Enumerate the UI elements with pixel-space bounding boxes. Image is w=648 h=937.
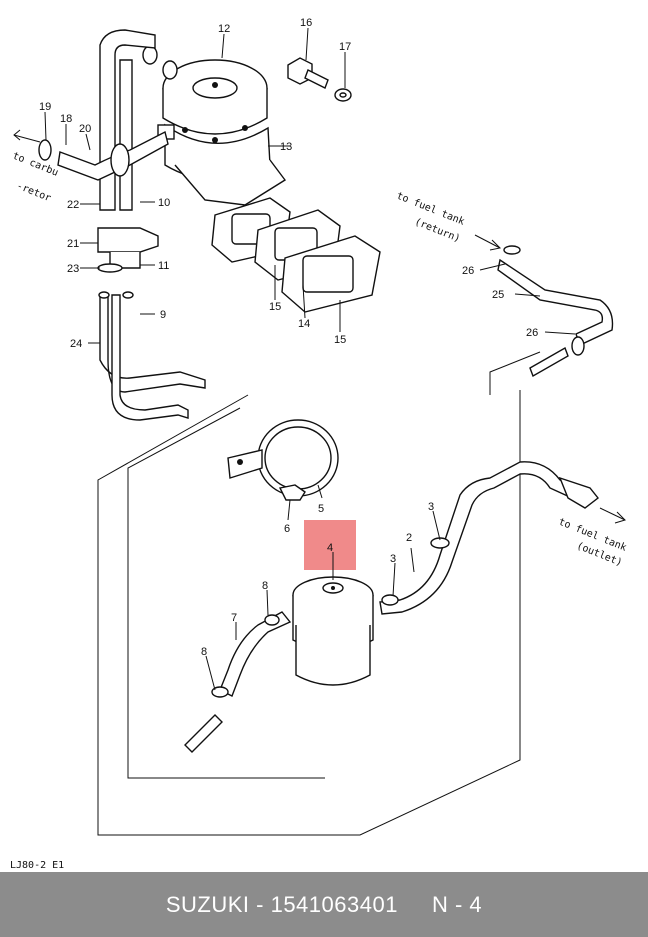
highlight-box [304, 520, 356, 570]
note-carb-2: -retor [15, 181, 53, 205]
callout-3b: 3 [390, 553, 396, 565]
hoses-2-3-7-8 [184, 461, 599, 753]
callout-8a: 8 [262, 580, 268, 592]
note-carb-1: to carbu [11, 151, 60, 179]
frame-lines [97, 351, 541, 836]
callout-20: 20 [79, 123, 91, 135]
callout-15a: 15 [269, 301, 281, 313]
callout-17: 17 [339, 41, 351, 53]
brand-part-number: SUZUKI - 1541063401 [165, 891, 398, 917]
callout-9: 9 [160, 309, 166, 321]
parts-diagram: 12 16 17 19 18 20 13 22 10 21 23 11 15 1… [10, 17, 628, 871]
return-line [497, 245, 614, 378]
callout-18: 18 [60, 113, 72, 125]
callout-19: 19 [39, 101, 51, 113]
diagram-position: N - 4 [431, 891, 483, 917]
leader-lines [44, 27, 576, 691]
callout-10: 10 [158, 197, 170, 209]
filter-bracket [227, 419, 339, 501]
callouts: 12 16 17 19 18 20 13 22 10 21 23 11 15 1… [39, 17, 538, 658]
callout-24: 24 [70, 338, 82, 350]
callout-26a: 26 [462, 265, 474, 277]
callout-22: 22 [67, 199, 79, 211]
callout-13: 13 [280, 141, 292, 153]
hose-9-24 [98, 291, 206, 421]
callout-15b: 15 [334, 334, 346, 346]
callout-4: 4 [327, 542, 333, 554]
part-caption-bar: SUZUKI - 1541063401 N - 4 [0, 872, 648, 937]
callout-26b: 26 [526, 327, 538, 339]
fuel-filter [292, 576, 374, 686]
callout-7: 7 [231, 612, 237, 624]
drawing-code: LJ80-2 E1 [10, 860, 64, 871]
callout-25: 25 [492, 289, 504, 301]
hose-assembly-left [38, 29, 169, 273]
callout-3a: 3 [428, 501, 434, 513]
fuel-pump [142, 45, 287, 206]
callout-8b: 8 [201, 646, 207, 658]
callout-2: 2 [406, 532, 412, 544]
callout-14: 14 [298, 318, 310, 330]
bolt-washer [287, 57, 352, 102]
callout-16: 16 [300, 17, 312, 29]
arrows [13, 129, 626, 524]
callout-6: 6 [284, 523, 290, 535]
callout-21: 21 [67, 238, 79, 250]
callout-23: 23 [67, 263, 79, 275]
callout-5: 5 [318, 503, 324, 515]
gaskets [211, 197, 381, 313]
callout-11: 11 [158, 260, 169, 272]
callout-12: 12 [218, 23, 230, 35]
